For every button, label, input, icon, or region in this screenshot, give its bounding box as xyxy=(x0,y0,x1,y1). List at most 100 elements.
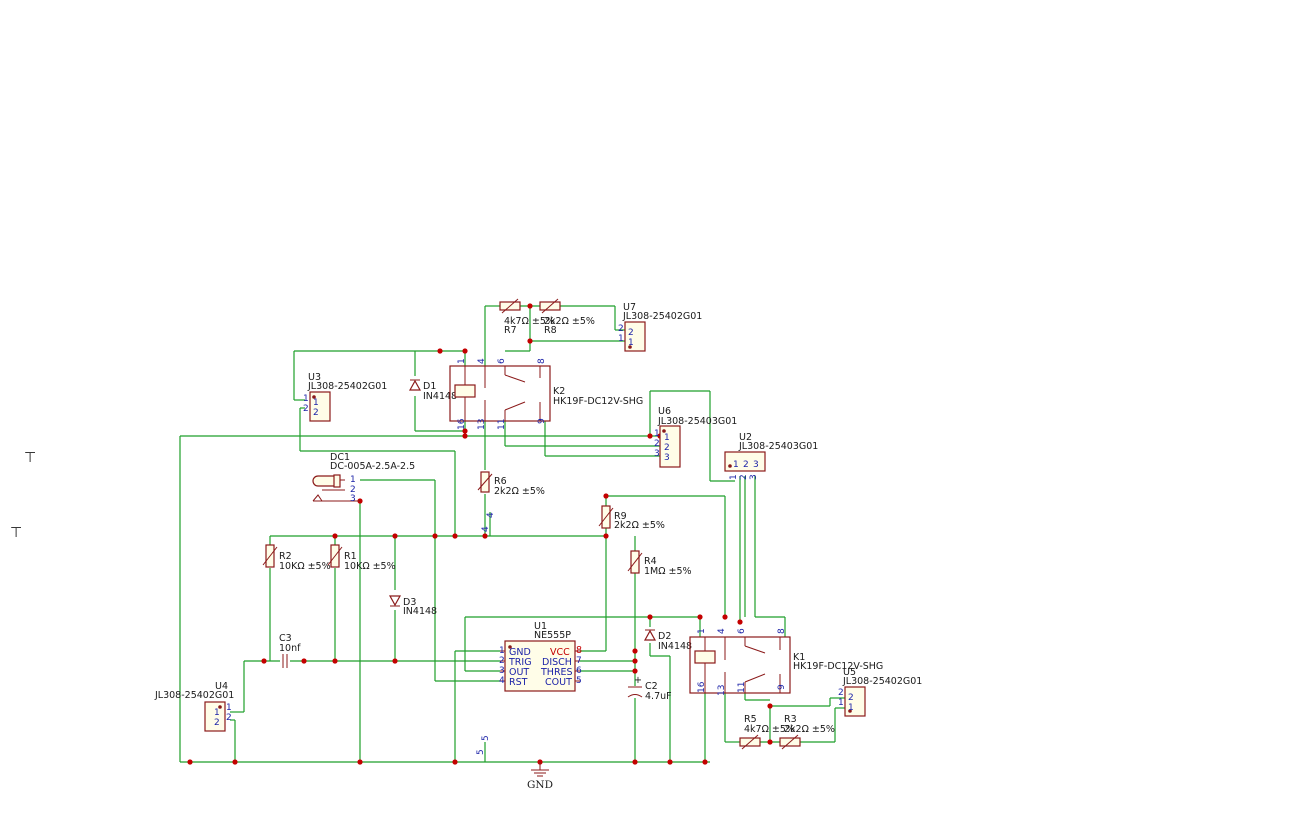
u3-pin-2-outer: 2 xyxy=(303,404,309,414)
u6-pin-3-outer: 3 xyxy=(654,449,660,459)
ic-u1-ne555p[interactable]: U1 NE555P 1 2 3 4 GND TRIG OUT RST VCC D… xyxy=(476,512,582,755)
r9-ref: R9 xyxy=(614,511,627,522)
u1-ref: U1 xyxy=(534,621,547,632)
u1-pin-name-trig: TRIG xyxy=(508,657,532,668)
dc1-pin-3: 3 xyxy=(350,494,356,504)
resistor-r5[interactable]: R5 4k7Ω ±5% xyxy=(739,714,795,750)
u1-pin-num-5: 5 xyxy=(576,676,582,686)
r4-value: 1MΩ ±5% xyxy=(644,566,692,577)
u2-value: JL308-25403G01 xyxy=(738,441,818,452)
resistor-r2[interactable]: R2 10KΩ ±5% xyxy=(262,544,331,572)
u7-pin-2: 2 xyxy=(628,328,634,338)
k2-pin-4: 4 xyxy=(477,358,487,364)
k1-pin-16: 16 xyxy=(697,681,707,693)
junctions xyxy=(187,303,773,765)
u2-pin-1: 1 xyxy=(733,460,739,470)
k1-pin-13: 13 xyxy=(717,685,727,696)
r3-value: 2k2Ω ±5% xyxy=(784,724,835,735)
dc-jack-dc1[interactable]: 1 2 3 DC1 DC-005A-2.5A-2.5 xyxy=(312,452,415,504)
r8-ref: R8 xyxy=(544,325,557,336)
u5-pin-1-outer: 1 xyxy=(838,698,844,708)
u5-pin-1: 1 xyxy=(848,703,854,713)
diode-d2[interactable]: D2 IN4148 xyxy=(643,629,692,652)
gnd-symbol: GND xyxy=(527,762,553,791)
u4-pin-2-outer: 2 xyxy=(226,713,232,723)
diode-d1[interactable]: D1 IN4148 xyxy=(408,379,457,402)
diode-d3[interactable]: D3 IN4148 xyxy=(388,595,437,617)
wires xyxy=(179,305,845,763)
u6-ref: U6 xyxy=(658,406,671,417)
r6-value: 2k2Ω ±5% xyxy=(494,486,545,497)
k1-pin-11: 11 xyxy=(737,682,747,693)
k1-pin-1: 1 xyxy=(697,628,707,634)
k2-value: HK19F-DC12V-SHG xyxy=(553,396,643,407)
d3-ref: D3 xyxy=(403,597,416,608)
u1-pin-name-rst: RST xyxy=(509,677,528,688)
connector-u2[interactable]: 1 2 3 1 2 3 U2 JL308-25403G01 xyxy=(724,432,818,480)
r1-value: 10KΩ ±5% xyxy=(344,561,396,572)
stray-mark-2: ⊤ xyxy=(10,525,22,541)
c2-polarity: + xyxy=(634,675,642,686)
k2-pin-13: 13 xyxy=(477,419,487,430)
u5-pin-2-outer: 2 xyxy=(838,688,844,698)
k2-pin-6: 6 xyxy=(497,358,507,364)
u1-extra-pin-5b: 5 xyxy=(481,735,491,741)
u1-pin-num-7: 7 xyxy=(576,656,582,666)
r6-ref: R6 xyxy=(494,476,507,487)
connector-u5[interactable]: 2 1 2 1 U5 JL308-25402G01 xyxy=(838,667,922,717)
u1-extra-pin-4b: 4 xyxy=(486,512,496,518)
u6-pin-1: 1 xyxy=(664,433,670,443)
connector-u7[interactable]: 2 1 2 1 U7 JL308-25402G01 xyxy=(618,302,702,352)
capacitor-c3[interactable]: C3 10nf xyxy=(279,633,301,668)
u3-pin-1-outer: 1 xyxy=(303,394,309,404)
d1-ref: D1 xyxy=(423,381,436,392)
u1-pin-name-thres: THRES xyxy=(540,667,573,678)
d3-value: IN4148 xyxy=(403,606,437,617)
u2-pin-2-outer: 2 xyxy=(739,474,749,480)
u7-pin-1-outer: 1 xyxy=(618,334,624,344)
u4-value: JL308-25402G01 xyxy=(154,690,234,701)
c3-value: 10nf xyxy=(279,643,301,654)
k1-value: HK19F-DC12V-SHG xyxy=(793,661,883,672)
r1-ref: R1 xyxy=(344,551,357,562)
r2-value: 10KΩ ±5% xyxy=(279,561,331,572)
capacitor-c2[interactable]: + C2 4.7uF xyxy=(627,675,672,702)
r9-value: 2k2Ω ±5% xyxy=(614,520,665,531)
u2-pin-1-outer: 1 xyxy=(729,474,739,480)
k1-ref: K1 xyxy=(793,652,805,663)
connector-u6[interactable]: 1 2 3 1 2 3 U6 JL308-25403G01 xyxy=(654,406,737,468)
resistor-r3[interactable]: R3 2k2Ω ±5% xyxy=(779,714,835,750)
k1-pin-4: 4 xyxy=(717,628,727,634)
u6-pin-1-outer: 1 xyxy=(654,429,660,439)
k2-pin-16: 16 xyxy=(457,418,467,430)
k2-pin-1: 1 xyxy=(457,358,467,364)
r5-value: 4k7Ω ±5% xyxy=(744,724,795,735)
resistor-r8[interactable]: 2k2Ω ±5% R8 xyxy=(539,298,595,336)
connector-u3[interactable]: 1 2 1 2 U3 JL308-25402G01 xyxy=(303,372,387,422)
u5-pin-2: 2 xyxy=(848,693,854,703)
r3-ref: R3 xyxy=(784,714,797,725)
u2-pin-2: 2 xyxy=(743,460,749,470)
k2-pin-8: 8 xyxy=(537,358,547,364)
relay-k1[interactable]: 1 4 6 8 16 13 11 9 K1 HK19F-DC12V-SHG xyxy=(689,628,883,696)
k2-ref: K2 xyxy=(553,386,565,397)
resistor-r4[interactable]: R4 1MΩ ±5% xyxy=(627,550,692,577)
u7-value: JL308-25402G01 xyxy=(622,311,702,322)
resistor-r7[interactable]: 4k7Ω ±5% R7 xyxy=(499,298,555,336)
relay-k2[interactable]: 1 4 6 8 16 13 11 9 K2 HK19F-DC12V-SHG xyxy=(449,358,643,430)
connector-u4[interactable]: 1 2 1 2 U4 JL308-25402G01 xyxy=(154,681,234,732)
resistor-r9[interactable]: R9 2k2Ω ±5% xyxy=(598,505,665,531)
r2-ref: R2 xyxy=(279,551,292,562)
stray-mark-1: ⊤ xyxy=(24,450,36,466)
u5-ref: U5 xyxy=(843,667,856,678)
u1-pin-num-1: 1 xyxy=(499,646,505,656)
u7-ref: U7 xyxy=(623,302,636,313)
resistor-r1[interactable]: R1 10KΩ ±5% xyxy=(327,544,396,572)
u6-value: JL308-25403G01 xyxy=(657,416,737,427)
u1-pin-name-gnd: GND xyxy=(509,647,531,658)
k2-pin-11: 11 xyxy=(497,419,507,430)
u1-extra-pin-5a: 5 xyxy=(476,749,486,755)
u3-pin-1: 1 xyxy=(313,398,319,408)
resistor-r6[interactable]: R6 2k2Ω ±5% xyxy=(477,471,545,497)
u6-pin-2-outer: 2 xyxy=(654,439,660,449)
